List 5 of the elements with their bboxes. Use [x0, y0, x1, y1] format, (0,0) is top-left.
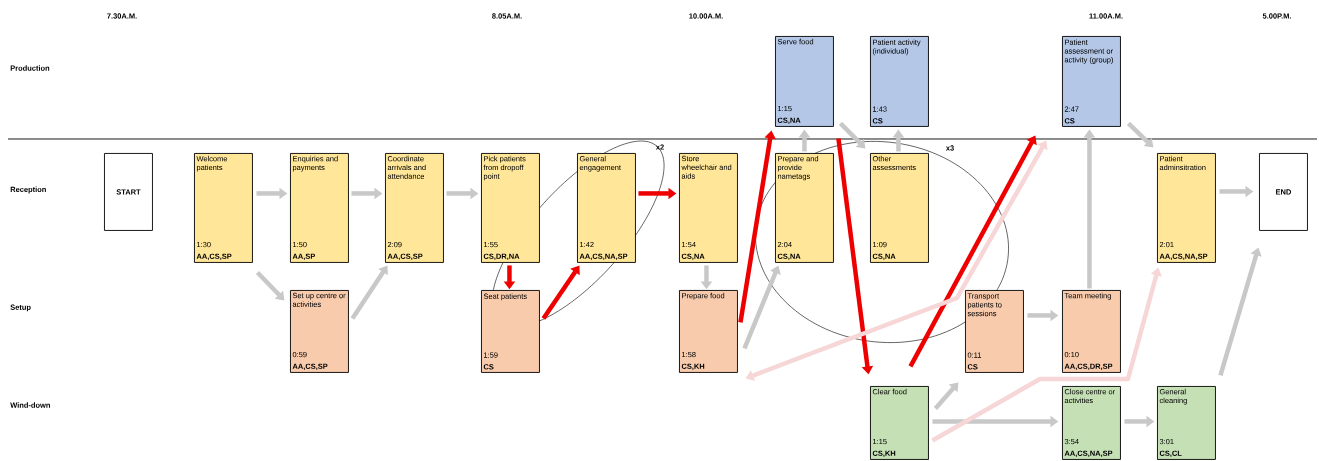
block-arrow: [838, 121, 866, 149]
block-arrow: [933, 382, 959, 410]
block-arrow: [255, 270, 285, 301]
block-arrow: [350, 265, 388, 320]
block-arrow: [1126, 121, 1154, 148]
